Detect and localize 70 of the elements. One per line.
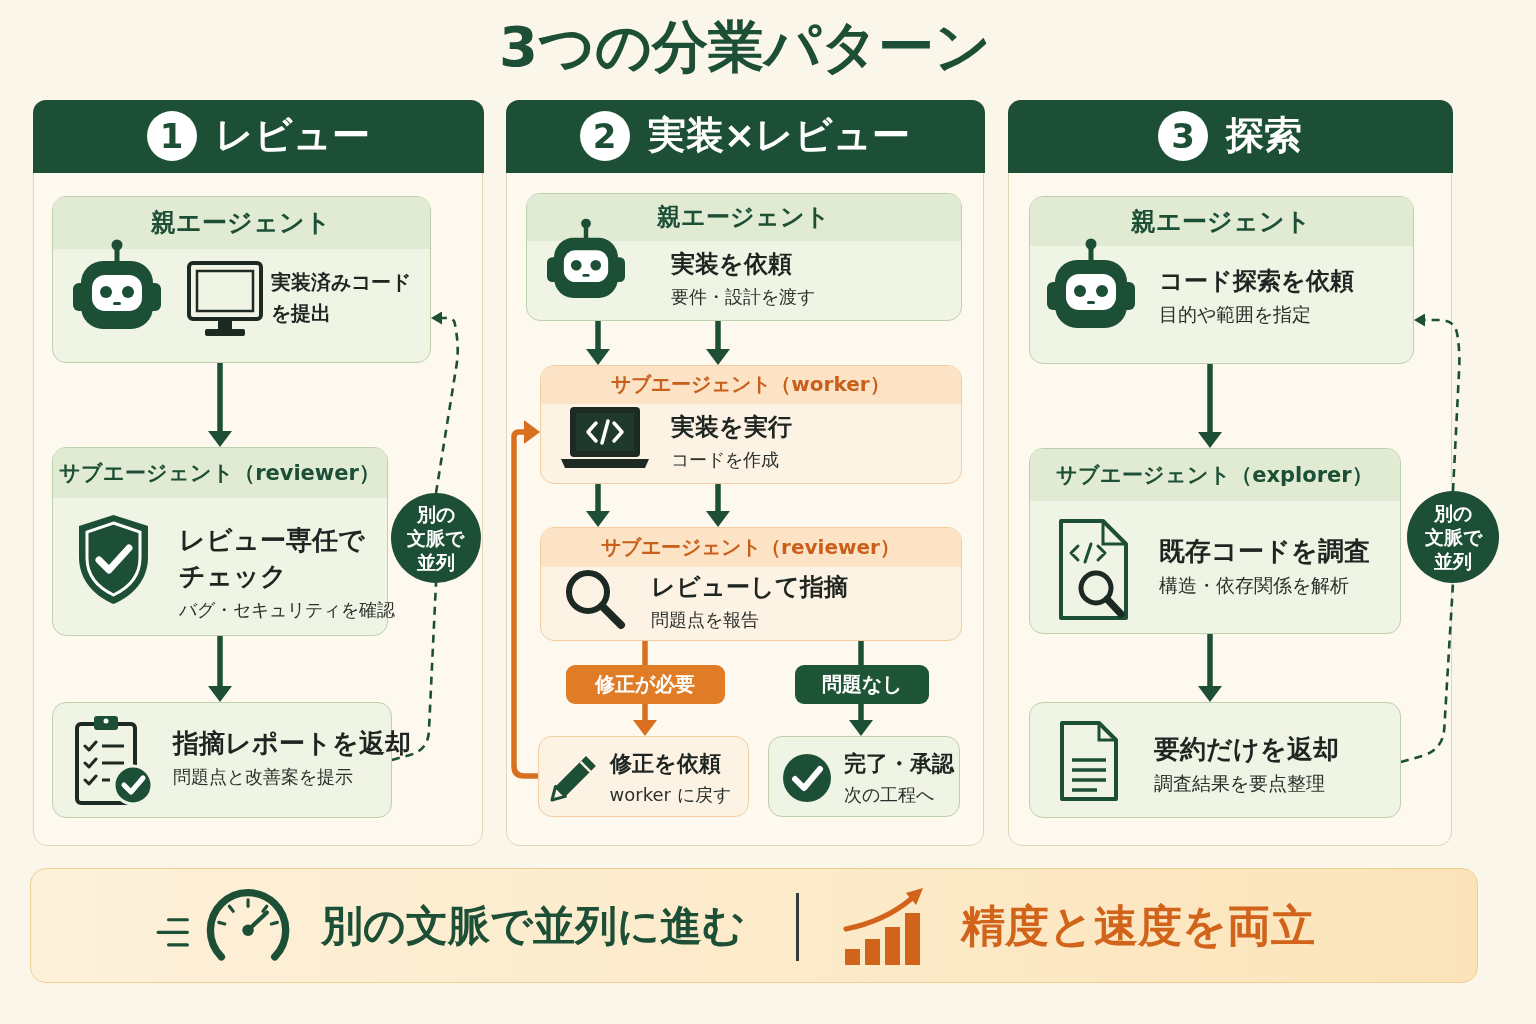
page-title: 3つの分業パターン <box>499 13 991 81</box>
card-subtitle: 目的や範囲を指定 <box>1158 301 1311 327</box>
card-header: サブエージェント（explorer） <box>1029 448 1400 501</box>
arrow <box>208 636 232 702</box>
card-subtitle: 問題点と改善案を提示 <box>172 764 353 789</box>
card-header: サブエージェント（reviewer） <box>52 447 387 498</box>
dashed-arrow <box>1414 313 1461 492</box>
card-title: 修正を依頼 <box>609 749 721 778</box>
panel-title: レビュー <box>214 113 370 159</box>
dashed-line <box>391 582 438 762</box>
arrow <box>511 420 540 779</box>
arrow <box>208 363 232 447</box>
arrow <box>706 321 730 365</box>
panel <box>33 100 483 846</box>
card-header: サブエージェント（reviewer） <box>540 527 961 567</box>
card-title: 実装を依頼 <box>670 248 792 280</box>
summary-band <box>30 868 1478 983</box>
label-tag: 修正が必要 <box>565 664 725 704</box>
panel-title: 実装×レビュー <box>647 113 911 159</box>
arrow <box>706 484 730 527</box>
circle-badge: 別の文脈で並列 <box>1407 491 1499 583</box>
arrow <box>849 704 873 736</box>
step-card <box>1028 701 1401 818</box>
circle-badge: 別の文脈で並列 <box>390 492 481 583</box>
card-title: 指摘レポートを返却 <box>172 726 411 760</box>
label-tag: 問題なし <box>794 664 929 704</box>
panel-title: 探索 <box>1226 113 1302 159</box>
dashed-line <box>1400 582 1455 764</box>
step-card <box>1028 447 1401 634</box>
card-subtitle: 要件・設計を渡す <box>670 284 815 309</box>
line <box>858 641 864 665</box>
card-header: サブエージェント（worker） <box>540 365 961 404</box>
band-text: 別の文脈で並列に進む <box>321 900 745 952</box>
card-subtitle: 構造・依存関係を解析 <box>1158 572 1349 598</box>
arrow <box>1198 364 1222 448</box>
arrow <box>586 321 610 365</box>
number-badge: 2 <box>579 111 630 161</box>
card-subtitle: worker に戻す <box>609 782 731 807</box>
number-badge: 3 <box>1158 111 1208 161</box>
arrow <box>586 484 610 527</box>
card-subtitle: バグ・セキュリティを確認 <box>178 597 395 622</box>
card-subtitle: 次の工程へ <box>843 782 934 807</box>
card-title: レビューして指摘 <box>650 571 848 603</box>
card-title: コード探索を依頼 <box>1158 265 1354 297</box>
step-card <box>51 195 431 363</box>
panel <box>506 100 984 846</box>
card-subtitle: 調査結果を要点整理 <box>1153 770 1325 796</box>
card-subtitle: 問題点を報告 <box>650 607 759 632</box>
card-title: 要約だけを返却 <box>1153 732 1339 766</box>
card-title: 実装を実行 <box>670 411 792 443</box>
card-header: 親エージェント <box>526 193 961 241</box>
step-card <box>767 735 960 817</box>
dashed-arrow <box>431 311 459 494</box>
step-card <box>537 735 749 817</box>
arrow <box>1198 634 1222 702</box>
card-header: 親エージェント <box>1029 196 1413 246</box>
card-title: 実装済みコードを提出 <box>270 268 412 327</box>
card-header: 親エージェント <box>52 196 430 249</box>
line <box>642 641 648 665</box>
arrow <box>633 704 657 736</box>
number-badge: 1 <box>146 111 197 161</box>
card-title: 完了・承認 <box>843 749 954 778</box>
card-title: 既存コードを調査 <box>1158 534 1370 568</box>
step-card <box>539 364 962 484</box>
step-card <box>1028 195 1414 364</box>
step-card <box>539 526 962 641</box>
card-subtitle: コードを作成 <box>670 447 779 472</box>
step-card <box>525 192 962 321</box>
card-title: レビュー専任でチェック <box>178 523 366 593</box>
band-text: 精度と速度を両立 <box>961 899 1315 953</box>
